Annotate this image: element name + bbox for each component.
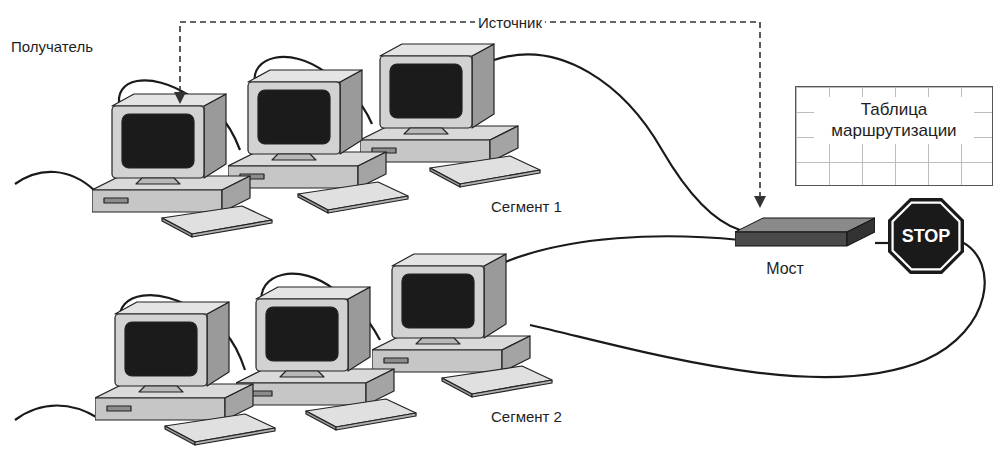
- receiver-label: Получатель: [8, 38, 96, 55]
- segment-label: Сегмент 1: [488, 198, 565, 215]
- cable: [15, 406, 98, 421]
- node-text: Таблица маршрутизации: [814, 97, 974, 144]
- bridge-device: Мост: [735, 212, 875, 280]
- arrowhead: [754, 196, 766, 208]
- cable: [15, 172, 94, 190]
- node-text: Мост: [764, 260, 806, 278]
- cable: [505, 236, 740, 262]
- arrowhead: [174, 92, 186, 104]
- routing-table: Таблица маршрутизации: [795, 86, 993, 186]
- computer: [92, 94, 272, 237]
- segment-label: Сегмент 2: [488, 408, 565, 425]
- computer: [236, 287, 416, 430]
- source-label: Источник: [475, 14, 545, 31]
- stop-sign: STOP: [888, 198, 964, 274]
- segment-1-computers: [92, 44, 540, 237]
- frame-path: [174, 22, 766, 208]
- bridge-symbol: [735, 212, 875, 254]
- computer: [372, 254, 552, 397]
- computer: [95, 302, 275, 445]
- computer: [228, 70, 408, 213]
- segment-2-computers: [95, 254, 552, 445]
- dashed-path: [180, 22, 760, 196]
- node-text: STOP: [902, 226, 951, 247]
- cable-connector: [875, 242, 888, 244]
- computer: [360, 44, 540, 187]
